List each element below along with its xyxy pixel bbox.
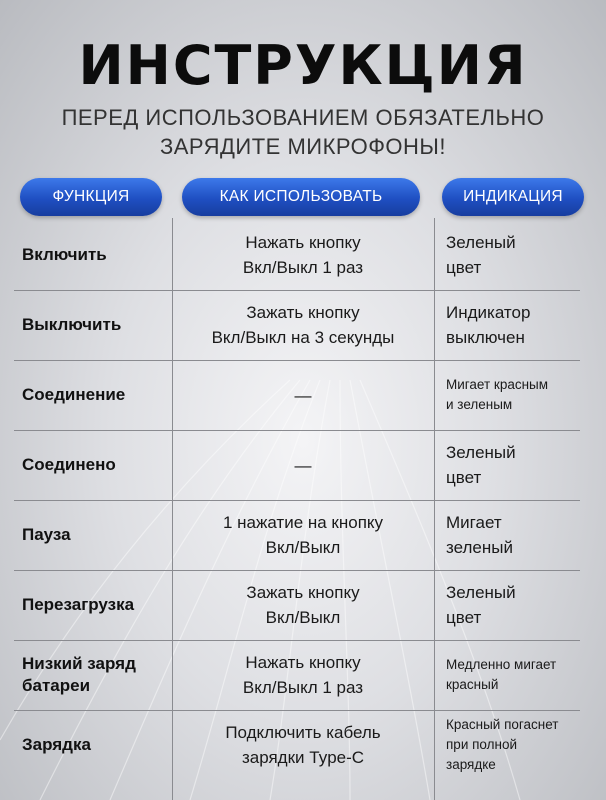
function-cell: Пауза xyxy=(22,525,71,544)
row-divider xyxy=(14,710,580,711)
header-indication: ИНДИКАЦИЯ xyxy=(442,178,584,216)
table-row: Пауза 1 нажатие на кнопку Вкл/Выкл Мигае… xyxy=(0,500,606,570)
how-to-use-cell: — xyxy=(294,455,312,475)
indication-cell: Мигает зеленый xyxy=(446,513,513,557)
indication-cell: Индикатор выключен xyxy=(446,303,531,347)
header-function: ФУНКЦИЯ xyxy=(20,178,162,216)
table-row: Соединение — Мигает красным и зеленым xyxy=(0,360,606,430)
row-divider xyxy=(14,290,580,291)
table-row: Выключить Зажать кнопку Вкл/Выкл на 3 се… xyxy=(0,290,606,360)
indication-cell: Мигает красным и зеленым xyxy=(446,377,549,412)
indication-cell: Зеленый цвет xyxy=(446,233,516,277)
table-row: Перезагрузка Зажать кнопку Вкл/Выкл Зеле… xyxy=(0,570,606,640)
table-row: Соединено — Зеленый цвет xyxy=(0,430,606,500)
how-to-use-cell: — xyxy=(294,385,312,405)
table-row: Низкий заряд батареи Нажать кнопку Вкл/В… xyxy=(0,640,606,710)
how-to-use-cell: Зажать кнопку Вкл/Выкл на 3 секунды xyxy=(211,303,395,347)
row-divider xyxy=(14,430,580,431)
function-cell: Зарядка xyxy=(22,735,91,754)
function-cell: Выключить xyxy=(22,315,122,334)
subtitle: ПЕРЕД ИСПОЛЬЗОВАНИЕМ ОБЯЗАТЕЛЬНО ЗАРЯДИТ… xyxy=(0,103,606,161)
row-divider xyxy=(14,500,580,501)
subtitle-line-1: ПЕРЕД ИСПОЛЬЗОВАНИЕМ ОБЯЗАТЕЛЬНО xyxy=(61,105,545,130)
column-divider-2 xyxy=(434,218,435,800)
page-title: ИНСТРУКЦИЯ xyxy=(78,34,528,97)
table-row: Включить Нажать кнопку Вкл/Выкл 1 раз Зе… xyxy=(0,220,606,290)
indication-cell: Зеленый цвет xyxy=(446,443,516,487)
how-to-use-cell: Подключить кабель зарядки Type-C xyxy=(225,723,381,767)
function-cell: Соединение xyxy=(22,385,126,404)
how-to-use-cell: 1 нажатие на кнопку Вкл/Выкл xyxy=(222,513,384,557)
how-to-use-cell: Нажать кнопку Вкл/Выкл 1 раз xyxy=(242,653,364,697)
subtitle-line-2: ЗАРЯДИТЕ МИКРОФОНЫ! xyxy=(159,134,447,159)
row-divider xyxy=(14,570,580,571)
function-cell: Соединено xyxy=(22,455,116,474)
function-cell: Включить xyxy=(22,245,107,264)
indication-cell: Медленно мигает красный xyxy=(446,657,557,692)
column-divider-1 xyxy=(172,218,173,800)
how-to-use-cell: Зажать кнопку Вкл/Выкл xyxy=(246,583,360,627)
function-cell: Низкий заряд батареи xyxy=(22,654,136,695)
function-cell: Перезагрузка xyxy=(22,595,135,614)
indication-cell: Зеленый цвет xyxy=(446,583,516,627)
how-to-use-cell: Нажать кнопку Вкл/Выкл 1 раз xyxy=(242,233,364,277)
row-divider xyxy=(14,360,580,361)
header-how-to-use: КАК ИСПОЛЬЗОВАТЬ xyxy=(182,178,420,216)
table-row: Зарядка Подключить кабель зарядки Type-C… xyxy=(0,710,606,780)
row-divider xyxy=(14,640,580,641)
indication-cell: Красный погаснет при полной зарядке xyxy=(446,717,559,772)
